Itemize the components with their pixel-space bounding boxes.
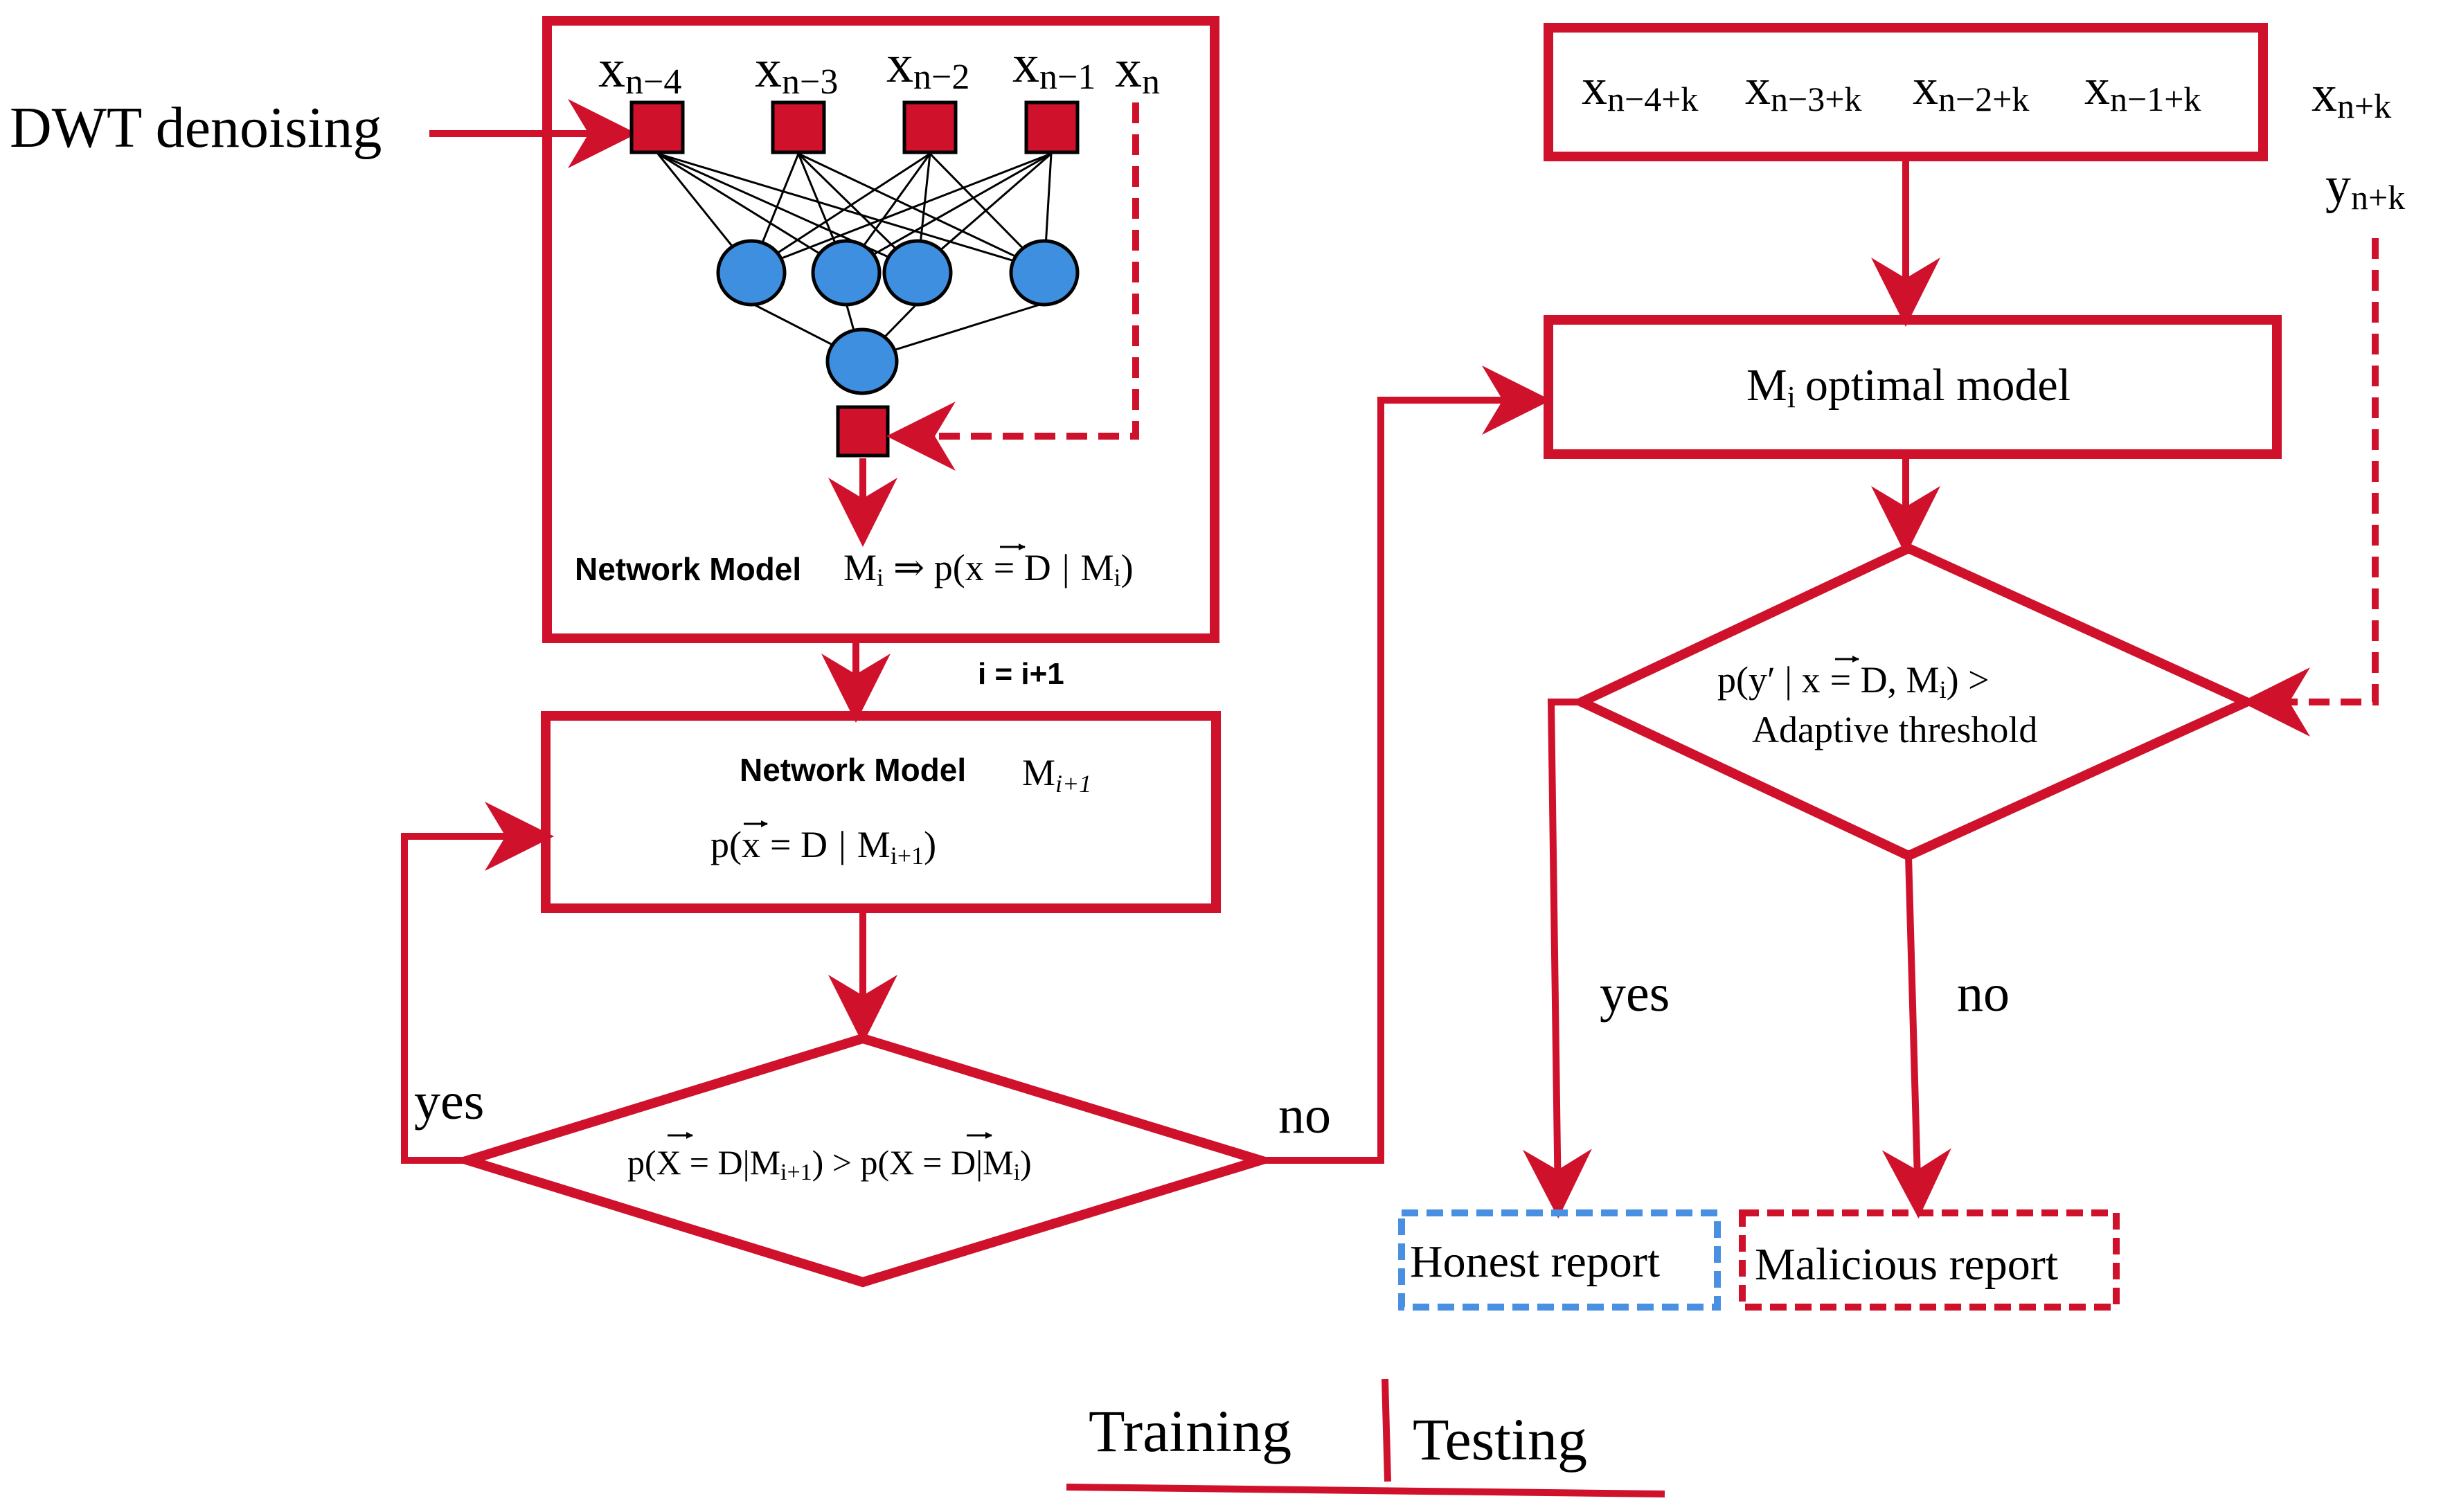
input-node-1 xyxy=(629,100,685,154)
honest-report-label: Honest report xyxy=(1410,1236,1660,1287)
footer-divider xyxy=(1382,1378,1391,1482)
hidden-node-2 xyxy=(811,239,882,307)
testing-yes-label: yes xyxy=(1600,964,1670,1023)
ynk-dashed-arrow xyxy=(2241,238,2379,737)
training-decision-diamond xyxy=(451,1033,1277,1288)
test-input-3: xn−2+k xyxy=(1913,59,2029,118)
footer-training-label: Training xyxy=(1089,1398,1291,1464)
training-no-label: no xyxy=(1278,1086,1331,1144)
hidden-node-1 xyxy=(716,239,787,307)
svg-text:Mi⇒ p(x= D|Mi): Mi⇒ p(x= D|Mi) xyxy=(843,547,1134,591)
training-yes-loop xyxy=(401,802,554,1164)
training-decision-text: p(X= D|Mi+1) > p(X= D|Mi) xyxy=(627,1143,1032,1185)
testing-decision-line2: Adaptive threshold xyxy=(1752,709,2037,750)
iter-label: i = i+1 xyxy=(978,657,1064,691)
input-node-3 xyxy=(902,100,958,154)
output-node xyxy=(836,405,890,458)
training-yes-label: yes xyxy=(414,1072,484,1131)
x-next-label: xn+k xyxy=(2312,66,2391,125)
network-box xyxy=(542,16,1219,643)
test-input-4: xn−1+k xyxy=(2084,59,2201,118)
test-input-1: xn−4+k xyxy=(1582,59,1698,118)
xn-dashed-arrow xyxy=(886,102,1139,471)
training-no-path xyxy=(1260,366,1551,1164)
network-edges xyxy=(656,152,1053,361)
optimal-model-box xyxy=(1544,315,2282,459)
testing-decision-diamond xyxy=(1570,543,2258,861)
hidden-node-4 xyxy=(1009,239,1080,307)
input-label-xn: xn xyxy=(1115,38,1160,102)
hidden-nodes xyxy=(716,239,1080,395)
next-model-formula: p(x= D|Mi+1) xyxy=(710,824,936,870)
input-label-xn-3: xn−3 xyxy=(755,38,838,102)
training-input-labels: xn−4 xn−3 xn−2 xn−1 xn xyxy=(598,33,1160,102)
hidden-node-5 xyxy=(825,327,899,395)
testing-input-box xyxy=(1544,23,2268,161)
network-model-formula: Mi⇒ p(x= D|Mi) xyxy=(843,543,1134,591)
next-model-label: Network Model xyxy=(740,752,966,788)
footer-baseline xyxy=(1066,1484,1665,1497)
dwt-denoising-label: DWT denoising xyxy=(10,96,382,160)
y-next-label: yn+k xyxy=(2325,157,2405,217)
testing-no-label: no xyxy=(1957,964,2010,1023)
malicious-report-label: Malicious report xyxy=(1755,1239,2058,1290)
input-label-xn-1: xn−1 xyxy=(1012,33,1096,97)
input-label-xn-4: xn−4 xyxy=(598,38,681,102)
next-model-m: Mi+1 xyxy=(1022,752,1091,798)
testing-input-labels: xn−4+k xn−3+k xn−2+k xn−1+k xyxy=(1582,59,2201,118)
testing-decision-line1: p(y′ | x= D, Mi) > xyxy=(1717,659,1990,703)
input-nodes xyxy=(629,100,1080,154)
testing-no-path xyxy=(1881,855,1951,1218)
hidden-node-3 xyxy=(882,239,953,307)
input-label-xn-2: xn−2 xyxy=(886,33,969,97)
test-input-2: xn−3+k xyxy=(1745,59,1861,118)
network-model-label: Network Model xyxy=(575,551,801,587)
footer-testing-label: Testing xyxy=(1413,1406,1587,1473)
next-model-box xyxy=(541,711,1221,913)
testing-yes-path xyxy=(1522,699,1592,1218)
input-node-2 xyxy=(771,100,826,154)
input-node-4 xyxy=(1024,100,1080,154)
malicious-report-box xyxy=(1739,1209,2120,1311)
honest-report-box xyxy=(1398,1209,1721,1311)
